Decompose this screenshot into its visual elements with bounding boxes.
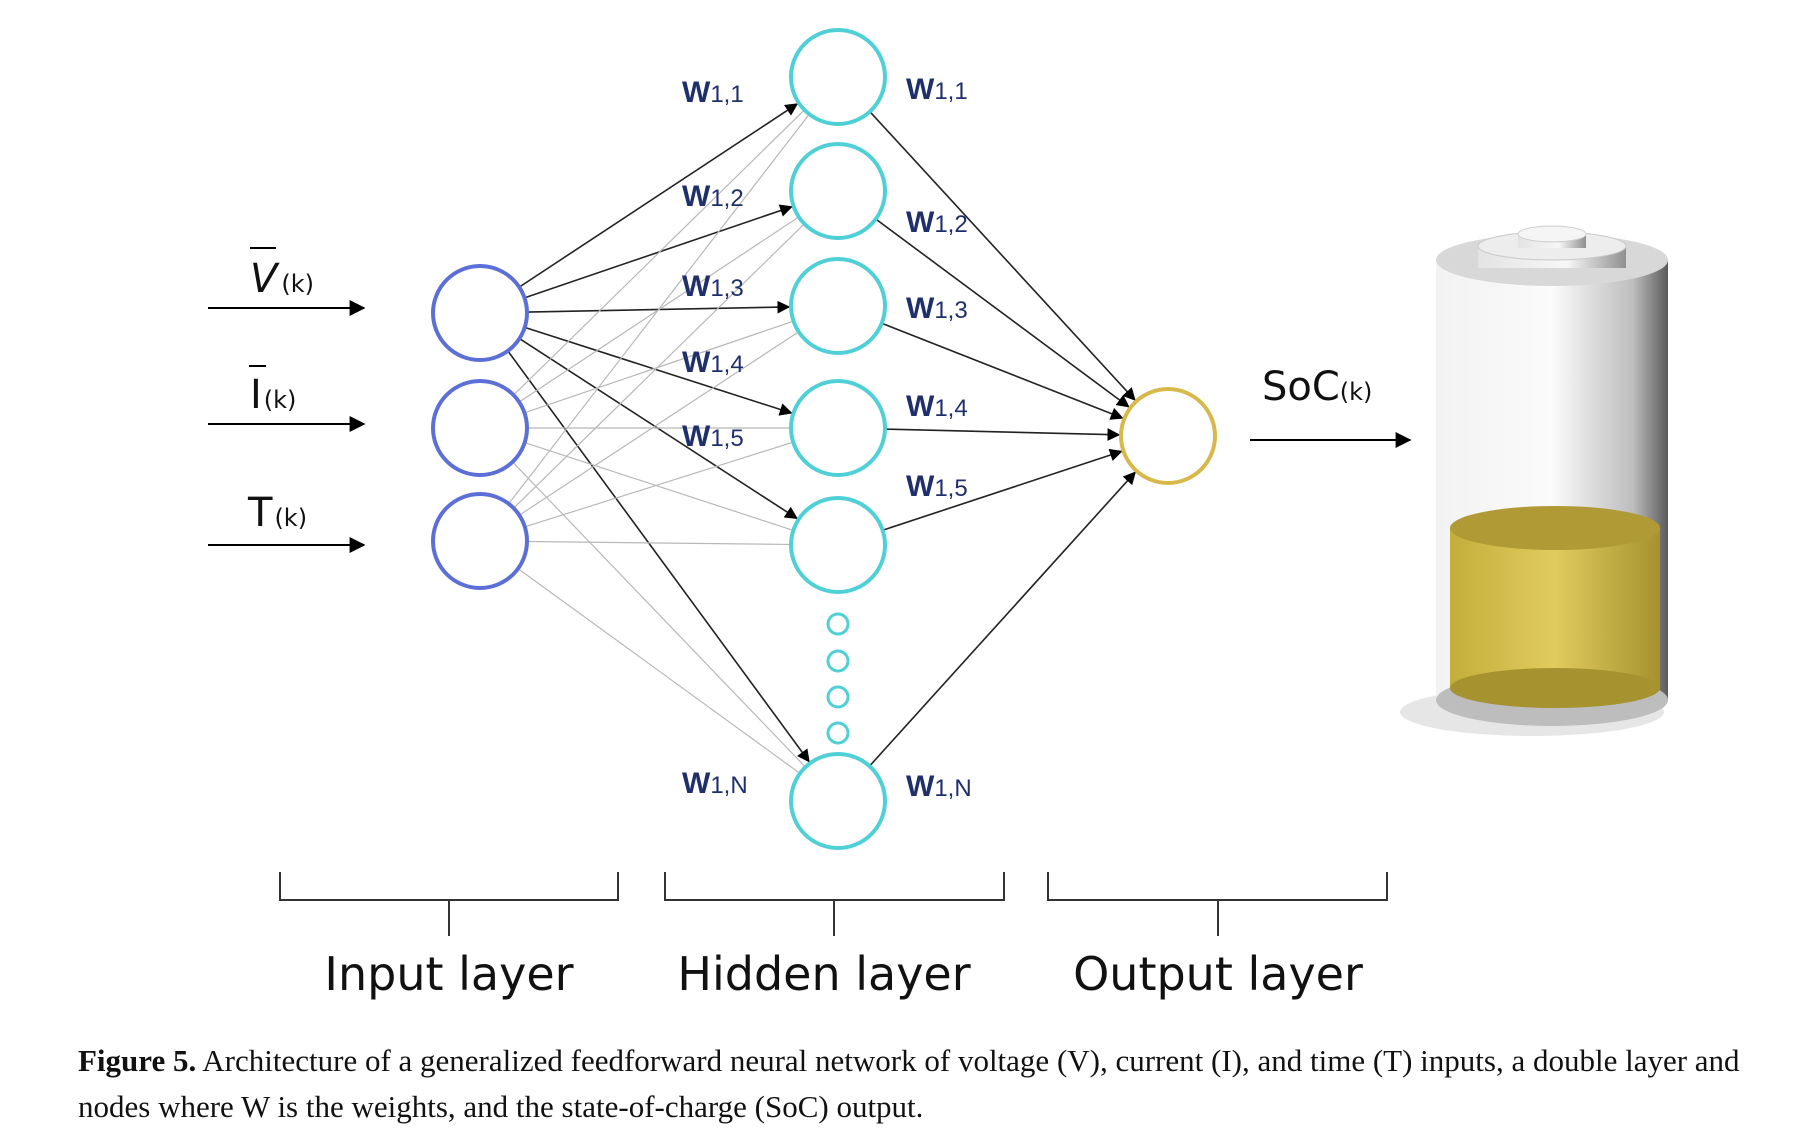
input-t-label: T(k) bbox=[247, 490, 307, 536]
weight-label: W1,1 bbox=[906, 73, 968, 106]
weights-out: W1,1 W1,2 W1,3 W1,4 W1,5 W1,N bbox=[906, 73, 972, 803]
hidden-node bbox=[789, 28, 887, 126]
input-nodes bbox=[431, 264, 529, 590]
battery-level bbox=[1450, 528, 1660, 688]
ellipsis-dot bbox=[826, 612, 850, 636]
input-v: V(k) bbox=[208, 247, 366, 316]
hidden-node bbox=[789, 257, 887, 355]
weight-label: W1,2 bbox=[906, 206, 968, 239]
input-i-label: I(k) bbox=[250, 372, 296, 418]
hidden-layer-brace bbox=[664, 872, 1005, 936]
connection-line bbox=[524, 204, 793, 299]
ellipsis-dot bbox=[826, 685, 850, 709]
connection-line bbox=[868, 471, 1136, 767]
connection-line bbox=[884, 428, 1121, 441]
connection-line bbox=[517, 568, 799, 773]
weight-label: W1,3 bbox=[906, 292, 968, 325]
input-layer-label: Input layer bbox=[324, 947, 573, 1001]
hidden-node bbox=[789, 752, 887, 850]
battery-icon bbox=[1400, 225, 1668, 736]
connections bbox=[507, 103, 1136, 773]
connection-line bbox=[882, 448, 1123, 532]
output-label: SoC(k) bbox=[1262, 364, 1372, 410]
caption-text: Architecture of a generalized feedforwar… bbox=[78, 1043, 1740, 1124]
weight-label: W1,5 bbox=[682, 420, 744, 453]
weight-label: W1,1 bbox=[682, 76, 744, 109]
output-layer-label: Output layer bbox=[1073, 947, 1363, 1001]
weight-label: W1,N bbox=[906, 770, 972, 803]
ellipsis-dot bbox=[826, 721, 850, 745]
output-layer-brace bbox=[1047, 872, 1388, 936]
connection-line bbox=[507, 350, 810, 763]
connection-line bbox=[513, 110, 804, 396]
neural-network-diagram: V(k) I(k) T(k) W1,1 W1,2 W1,3 bbox=[208, 28, 1668, 1001]
input-layer-brace bbox=[279, 872, 619, 936]
input-node bbox=[431, 264, 529, 362]
connection-line bbox=[524, 442, 792, 528]
connection-line bbox=[518, 332, 798, 516]
layer-braces bbox=[279, 872, 1388, 936]
caption-label: Figure 5. bbox=[78, 1043, 197, 1078]
connection-line bbox=[508, 115, 809, 505]
output-node bbox=[1119, 387, 1217, 485]
input-i: I(k) bbox=[208, 365, 366, 432]
input-t: T(k) bbox=[208, 490, 366, 553]
weight-label: W1,3 bbox=[682, 270, 744, 303]
weight-label: W1,5 bbox=[906, 470, 968, 503]
hidden-layer-label: Hidden layer bbox=[677, 947, 970, 1001]
input-v-label: V(k) bbox=[250, 256, 314, 302]
connection-line bbox=[869, 111, 1136, 401]
figure-caption: Figure 5. Architecture of a generalized … bbox=[78, 1038, 1798, 1130]
connection-line bbox=[881, 322, 1124, 420]
weight-label: W1,2 bbox=[682, 180, 744, 213]
hidden-nodes bbox=[789, 28, 887, 850]
input-node bbox=[431, 379, 529, 477]
connection-line bbox=[513, 224, 804, 509]
weight-label: W1,4 bbox=[906, 390, 968, 423]
ellipsis-dot bbox=[826, 649, 850, 673]
connection-line bbox=[526, 540, 790, 546]
weight-label: W1,N bbox=[682, 767, 748, 800]
connection-line bbox=[524, 442, 792, 531]
hidden-node bbox=[789, 379, 887, 477]
connection-line bbox=[512, 461, 805, 767]
weights-in: W1,1 W1,2 W1,3 W1,4 W1,5 W1,N bbox=[682, 76, 748, 800]
connection-line bbox=[518, 103, 799, 288]
connection-line bbox=[524, 326, 793, 416]
hidden-node bbox=[789, 142, 887, 240]
input-node bbox=[431, 492, 529, 590]
weight-label: W1,4 bbox=[682, 346, 744, 379]
hidden-node bbox=[789, 496, 887, 594]
connection-line bbox=[875, 218, 1130, 408]
